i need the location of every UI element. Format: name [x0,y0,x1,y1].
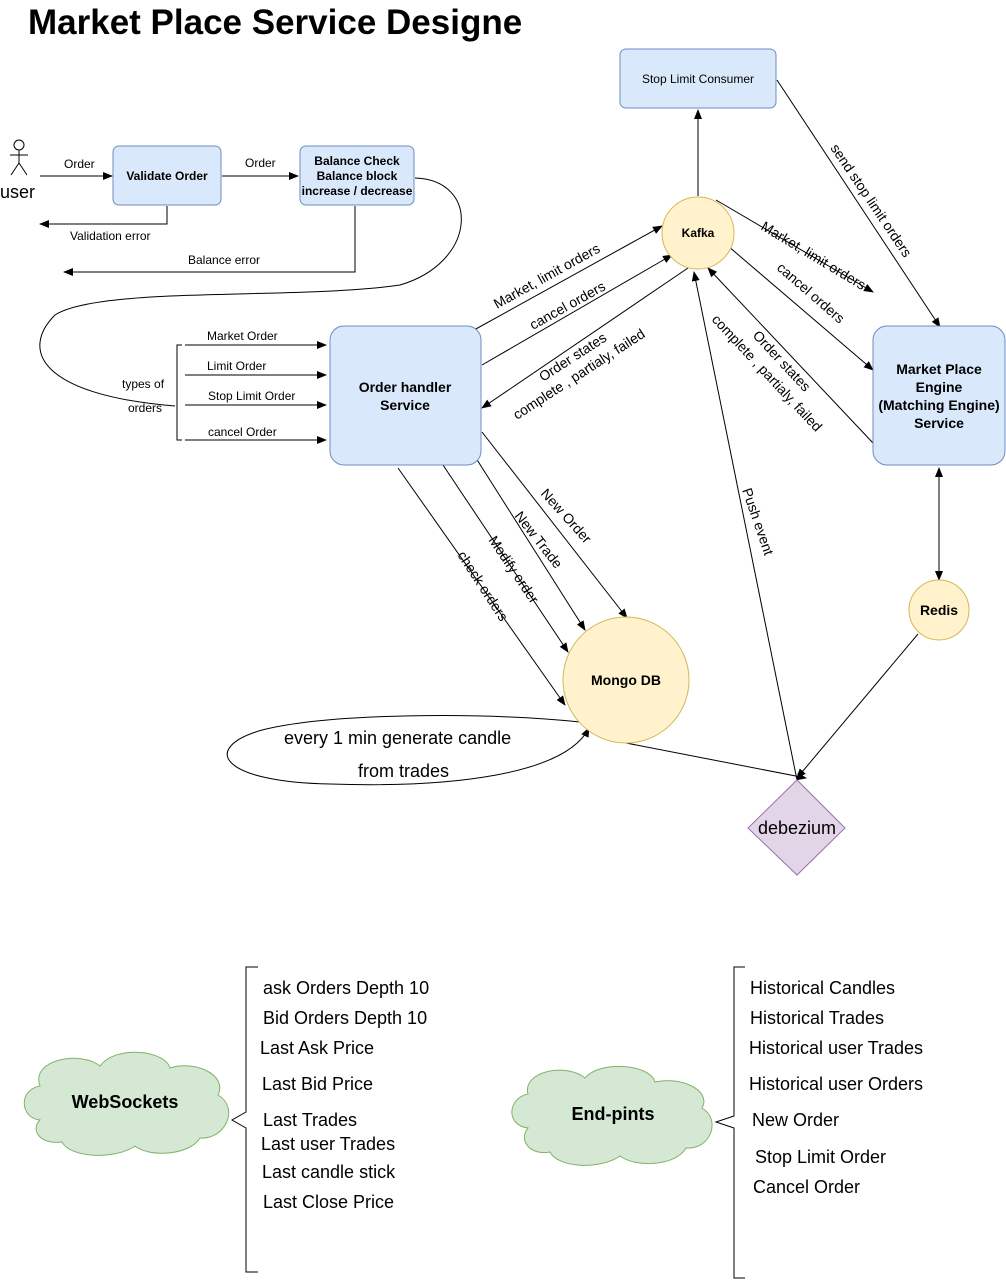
edge-push-event [691,271,798,781]
redis-label: Redis [920,602,958,618]
websocket-items: ask Orders Depth 10 Bid Orders Depth 10 … [260,978,429,1212]
websockets-brace [230,966,258,1273]
kafka-label: Kafka [682,226,715,240]
order-handler-line1: Order handler [359,379,452,395]
label-market-order: Market Order [207,329,278,343]
edge-check-orders [397,467,566,706]
ws-item-1: ask Orders Depth 10 [263,978,429,998]
order-handler-line2: Service [380,397,430,413]
page-title: Market Place Service Designe [28,3,522,42]
engine-line4: Service [914,415,964,431]
edge-ohs-kafka-market [473,225,663,331]
ws-item-5: Last Trades [263,1110,357,1130]
endpoints-cloud: End-pints [511,1065,713,1166]
edge-balance-error [63,206,356,276]
label-stop-limit-order: Stop Limit Order [208,389,295,403]
edge-redis-debezium [796,633,919,779]
edge-labels: Order Order Validation error Balance err… [64,141,915,781]
label-candle-line1: every 1 min generate candle [284,728,511,748]
redis-node: Redis [908,579,970,641]
order-types-bracket [176,344,182,441]
edge-kafka-engine-cancel [727,245,874,371]
balance-check-node: Balance Check Balance block increase / d… [299,145,415,206]
label-validate-order: Order [245,156,276,170]
debezium-label: debezium [758,818,836,838]
label-cancel-order: cancel Order [208,425,277,439]
edge-kafka-ohs-states [481,267,689,409]
validate-order-node: Validate Order [112,145,222,206]
ep-item-5: New Order [752,1110,839,1130]
ws-item-8: Last Close Price [263,1192,394,1212]
ws-item-2: Bid Orders Depth 10 [263,1008,427,1028]
stop-limit-consumer-label: Stop Limit Consumer [642,72,754,86]
websockets-label: WebSockets [72,1092,179,1112]
label-candle-line2: from trades [358,761,449,781]
label-orders: orders [128,401,162,415]
balance-check-line1: Balance Check [314,154,400,168]
stop-limit-consumer-node: Stop Limit Consumer [619,48,777,109]
user-label: user [0,182,35,202]
edge-candle-loop [226,715,590,786]
edge-mongo-debezium [625,742,807,781]
mongo-label: Mongo DB [591,672,661,688]
endpoints-label: End-pints [572,1104,655,1124]
edge-kafka-engine-market [715,199,874,293]
label-limit-order: Limit Order [207,359,266,373]
label-kafka-engine-market: Market, limit orders [758,218,868,293]
edge-modify-order [442,464,569,653]
engine-line2: Engine [916,379,963,395]
debezium-node: debezium [747,779,846,876]
label-types-of: types of [122,377,165,391]
edge-balance-to-types [39,177,462,407]
label-balance-error: Balance error [188,253,260,267]
ep-item-6: Stop Limit Order [755,1147,886,1167]
ep-item-2: Historical Trades [750,1008,884,1028]
balance-check-line3: increase / decrease [302,184,413,198]
ep-item-3: Historical user Trades [749,1038,923,1058]
validate-order-label: Validate Order [126,169,208,183]
kafka-node: Kafka [661,196,735,270]
engine-line1: Market Place [896,361,982,377]
balance-check-line2: Balance block [317,169,398,183]
label-engine-kafka-states-detail: complete , partialy, failed [709,311,826,434]
ws-item-6: Last user Trades [261,1134,395,1154]
label-user-order: Order [64,157,95,171]
endpoint-items: Historical Candles Historical Trades His… [749,978,923,1197]
ep-item-1: Historical Candles [750,978,895,998]
endpoints-brace [714,966,745,1279]
edge-new-order [481,431,628,619]
ws-item-4: Last Bid Price [262,1074,373,1094]
matching-engine-node: Market Place Engine (Matching Engine) Se… [872,325,1006,466]
label-kafka-ohs-states-detail: complete , partialy, failed [510,325,648,422]
websockets-cloud: WebSockets [23,1051,230,1156]
mongo-node: Mongo DB [562,616,690,744]
ws-item-7: Last candle stick [262,1162,396,1182]
order-handler-node: Order handler Service [329,325,482,466]
engine-line3: (Matching Engine) [878,397,999,413]
ep-item-4: Historical user Orders [749,1074,923,1094]
connectors [39,79,943,786]
user-icon [10,139,28,176]
ep-item-7: Cancel Order [753,1177,860,1197]
label-stop-limit-send: send stop limit orders [828,141,916,260]
user-actor: user [0,139,35,202]
edge-stoplimit-engine [776,79,941,328]
edge-validation-error [39,206,168,228]
label-validation-error: Validation error [70,229,150,243]
edge-engine-kafka-states [707,267,874,444]
ws-item-3: Last Ask Price [260,1038,374,1058]
edge-ohs-kafka-cancel [481,254,673,366]
edge-new-trade [473,454,586,631]
